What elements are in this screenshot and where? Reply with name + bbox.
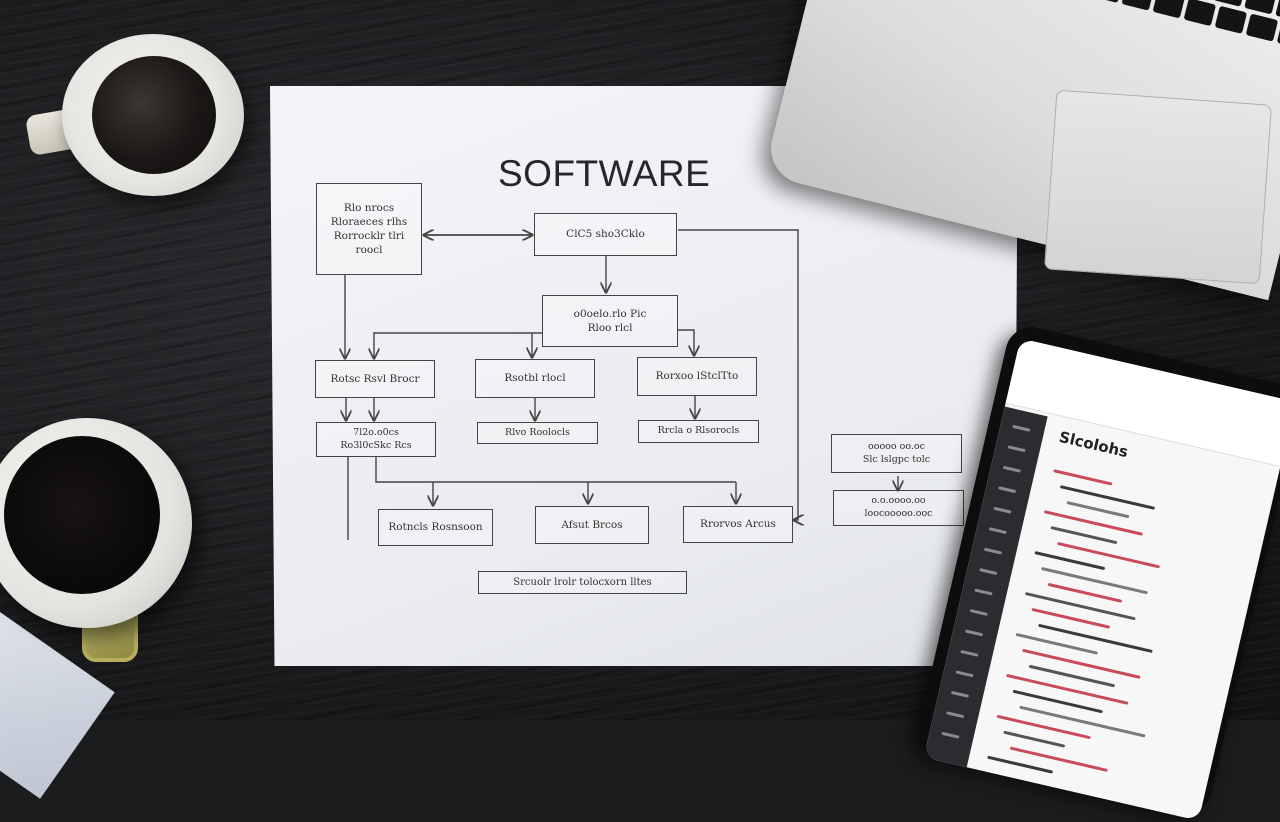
content-line (1003, 730, 1066, 748)
box-row3-center-label: Afsut Brcos (561, 518, 623, 531)
box-row2-right-label: Rrcla o Rlsorocls (657, 425, 740, 437)
content-line (1009, 746, 1108, 772)
sidebar-dot (998, 486, 1017, 494)
sidebar-dot (1002, 465, 1021, 473)
box-row2-right: Rrcla o Rlsorocls (638, 420, 759, 443)
sidebar-dot (983, 547, 1003, 555)
box-top-left-line1: Rlo nrocs (343, 201, 395, 214)
laptop-trackpad (1043, 89, 1273, 285)
coffee-surface-top (92, 56, 216, 174)
content-line (1050, 526, 1118, 545)
box-mid-center: o0oelo.rlo Pic Rloo rlcl (542, 295, 678, 347)
box-row3-left-label: Rotncls Rosnsoon (388, 521, 483, 534)
laptop-key (1090, 0, 1123, 3)
content-line (1006, 673, 1129, 705)
box-side-top-line2: Slc lslgpc tolc (862, 453, 931, 465)
content-line (1038, 623, 1153, 654)
laptop-key (1245, 13, 1279, 42)
box-row3-center: Afsut Brcos (535, 506, 649, 544)
sidebar-dot (979, 568, 998, 576)
sidebar-dot (988, 527, 1007, 535)
box-side-bottom-line1: o.o.oooo.oo (871, 495, 926, 507)
box-side-top: ooooo oo.oc Slc lslgpc tolc (831, 434, 962, 473)
box-top-left-line4: roocl (355, 244, 383, 257)
box-row2-left-line1: 7l2o.o0cs (353, 426, 399, 438)
sidebar-dot (955, 670, 974, 678)
sidebar-dot (969, 608, 988, 616)
box-side-bottom-line2: loocooooo.ooc (864, 508, 933, 519)
box-bottom: Srcuolr lrolr tolocxorn lltes (478, 571, 687, 594)
box-row2-center: Rlvo Roolocls (477, 422, 598, 444)
box-top-left: Rlo nrocs Rloraeces rlhs Rorrocklr tlri … (316, 183, 422, 275)
laptop-key (1183, 0, 1217, 27)
box-row2-center-label: Rlvo Roolocls (505, 426, 570, 438)
box-row1-left-label: Rotsc Rsvl Brocr (330, 372, 420, 385)
content-line (1053, 469, 1113, 486)
laptop-key (1152, 0, 1186, 19)
laptop-key (1244, 0, 1277, 15)
sidebar-dot (950, 690, 970, 698)
content-line (1043, 510, 1143, 536)
tablet-page-title: Slcolohs (1057, 427, 1130, 462)
content-line (1019, 705, 1146, 738)
laptop-key (1214, 5, 1248, 34)
box-top-center: ClC5 sho3Cklo (534, 213, 677, 256)
box-row3-left: Rotncls Rosnsoon (378, 509, 493, 546)
content-line (1024, 591, 1136, 621)
box-row1-left: Rotsc Rsvl Brocr (315, 360, 435, 398)
box-top-center-label: ClC5 sho3Cklo (566, 228, 645, 241)
sidebar-dot (964, 629, 984, 637)
content-line (987, 755, 1054, 774)
box-row1-center-label: Rsotbl rlocl (504, 372, 566, 385)
box-row3-right: Rrorvos Arcus (683, 506, 793, 543)
content-line (1040, 566, 1148, 595)
box-top-left-line3: Rorrocklr tlri (333, 230, 405, 242)
content-line (1057, 541, 1161, 569)
sidebar-dot (941, 731, 960, 739)
sidebar-dot (993, 506, 1012, 514)
laptop-key (1213, 0, 1246, 7)
box-row1-right-label: Rorxoo lStclTto (655, 370, 739, 383)
sidebar-dot (960, 649, 979, 657)
box-bottom-label: Srcuolr lrolr tolocxorn lltes (513, 576, 652, 588)
box-side-bottom: o.o.oooo.oo loocooooo.ooc (833, 490, 964, 526)
box-side-top-line1: ooooo oo.oc (868, 440, 925, 452)
sidebar-dot (974, 588, 993, 596)
sidebar-dot (1007, 445, 1026, 453)
box-mid-center-line2: Rloo rlcl (587, 322, 633, 334)
box-row1-right: Rorxoo lStclTto (637, 357, 757, 396)
content-line (1059, 485, 1156, 510)
coffee-mug-bottom (0, 418, 192, 628)
sidebar-dot (946, 711, 965, 719)
laptop-key (1121, 0, 1154, 11)
laptop-keyboard (941, 0, 1280, 58)
box-row3-right-label: Rrorvos Arcus (700, 518, 776, 531)
box-mid-center-line1: o0oelo.rlo Pic (573, 307, 647, 320)
box-row1-center: Rsotbl rlocl (475, 359, 595, 398)
box-row2-left-line2: Ro3l0cSkc Rcs (340, 439, 412, 451)
coffee-surface-bottom (4, 436, 160, 594)
sidebar-dot (1012, 424, 1031, 432)
coffee-mug-top (62, 34, 244, 196)
content-line (1066, 500, 1130, 519)
paper-title: SOFTWARE (498, 153, 711, 194)
box-top-left-line2: Rloraeces rlhs (330, 215, 408, 228)
box-row2-left: 7l2o.o0cs Ro3l0cSkc Rcs (316, 422, 436, 457)
content-line (1022, 648, 1141, 679)
